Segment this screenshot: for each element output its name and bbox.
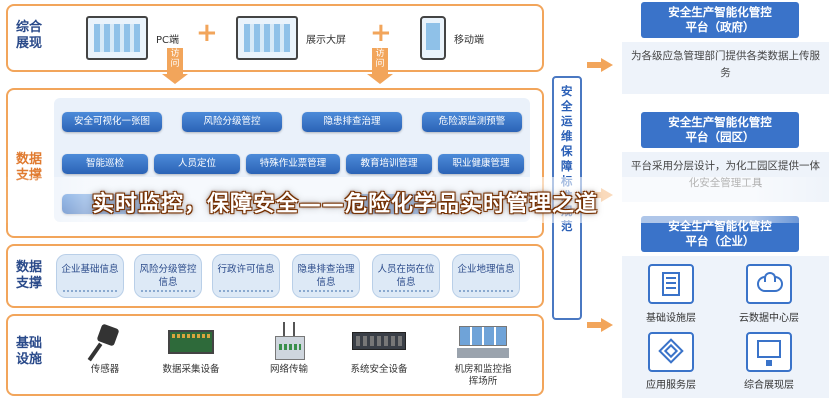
visit-arrow: 访问 [162, 48, 188, 84]
platform-title-line2: 平台（企业） [685, 234, 755, 248]
data-collector-icon [166, 322, 216, 362]
app-tile: 危险源监测预警 [422, 112, 522, 132]
platform-gov-title: 安全生产智能化管控 平台（政府） [641, 2, 799, 38]
server-icon [352, 322, 406, 362]
display-layer-label: 综合展现 [16, 20, 43, 51]
bigscreen-label: 展示大屏 [306, 34, 346, 46]
app-tile: 职业健康管理 [438, 154, 524, 174]
platform-layer-label: 基础设施层 [646, 313, 696, 324]
data-pill-text: 企业地理信息 [457, 264, 515, 275]
data-pill-text: 行政许可信息 [217, 264, 275, 275]
data-layer: 数据支撑 企业基础信息 风险分级管控信息 行政许可信息 隐患排查治理信息 人员在… [6, 244, 544, 308]
data-pill-text: 人员在岗在位信息 [377, 264, 435, 288]
infra-item: 网络传输 [256, 322, 322, 376]
data-pill: 人员在岗在位信息 [372, 254, 440, 298]
cloud-icon [746, 264, 792, 304]
arrow-down-icon [367, 74, 393, 84]
infra-item: 数据采集设备 [158, 322, 224, 376]
platform-layer-label: 应用服务层 [646, 380, 696, 391]
app-tile: 智能巡检 [62, 154, 148, 174]
data-pill: 风险分级管控信息 [134, 254, 202, 298]
data-pill: 企业地理信息 [452, 254, 520, 298]
bigscreen-screen-icon [236, 16, 298, 60]
platform-title-line2: 平台（园区） [685, 130, 755, 144]
infra-item: 机房和监控指挥场所 [450, 322, 516, 388]
data-pill-text: 隐患排查治理信息 [297, 264, 355, 288]
app-tile: 人员定位 [154, 154, 240, 174]
phone-icon [420, 16, 446, 60]
pc-device: PC端 [86, 16, 179, 60]
arrow-right-icon [587, 58, 615, 72]
network-switch-icon [269, 322, 309, 362]
data-pill: 行政许可信息 [212, 254, 280, 298]
data-pill: 隐患排查治理信息 [292, 254, 360, 298]
plus-icon: + [370, 18, 392, 48]
app-tile: 隐患排查治理 [302, 112, 402, 132]
arrow-down-icon [162, 74, 188, 84]
data-layer-label: 数据支撑 [16, 260, 43, 291]
platform-park-title: 安全生产智能化管控 平台（园区） [641, 112, 799, 148]
infra-item-label: 传感器 [90, 364, 120, 375]
layers-icon [648, 332, 694, 372]
platform-layer-label: 云数据中心层 [739, 313, 799, 324]
platform-gov-desc: 为各级应急管理部门提供各类数据上传服务 [622, 42, 829, 94]
infra-item-label: 数据采集设备 [162, 364, 220, 375]
infra-item-label: 机房和监控指挥场所 [454, 364, 512, 387]
platform-title-line2: 平台（政府） [685, 20, 755, 34]
infra-item-label: 系统安全设备 [350, 364, 408, 375]
app-tile: 风险分级管控 [182, 112, 282, 132]
monitor-icon [746, 332, 792, 372]
bigscreen-device: 展示大屏 [236, 16, 346, 60]
app-tile: 安全可视化一张图 [62, 112, 162, 132]
infra-item: 传感器 [72, 322, 138, 376]
data-pill-text: 企业基础信息 [61, 264, 119, 275]
page-title: 实时监控，保障安全——危险化学品实时管理之道 [92, 192, 599, 217]
mobile-device: 移动端 [420, 16, 484, 60]
sensor-icon [85, 322, 125, 362]
data-pill-text: 风险分级管控信息 [139, 264, 197, 288]
app-tile: 教育培训管理 [346, 154, 432, 174]
infra-item-label: 网络传输 [269, 364, 308, 375]
platform-title-line1: 安全生产智能化管控 [668, 5, 772, 19]
display-layer: 综合展现 PC端 + 展示大屏 + 移动端 [6, 4, 544, 72]
arrow-right-icon [587, 318, 615, 332]
infra-item: 系统安全设备 [346, 322, 412, 376]
plus-icon: + [196, 18, 218, 48]
pc-screen-icon [86, 16, 148, 60]
data-pill: 企业基础信息 [56, 254, 124, 298]
mobile-label: 移动端 [454, 34, 484, 46]
infra-layer-label: 基础设施 [16, 336, 43, 367]
platform-title-line1: 安全生产智能化管控 [668, 115, 772, 129]
pc-label: PC端 [156, 34, 180, 46]
platform-layer-label: 综合展现层 [744, 380, 794, 391]
app-tile: 特殊作业票管理 [246, 154, 340, 174]
control-room-icon [455, 322, 511, 362]
visit-arrow-label: 访问 [372, 48, 388, 74]
visit-arrow-label: 访问 [167, 48, 183, 74]
visit-arrow: 访问 [367, 48, 393, 84]
infra-layer: 基础设施 传感器 数据采集设备 网络传输 系统安全设备 [6, 314, 544, 396]
building-icon [648, 264, 694, 304]
title-banner [0, 177, 835, 223]
